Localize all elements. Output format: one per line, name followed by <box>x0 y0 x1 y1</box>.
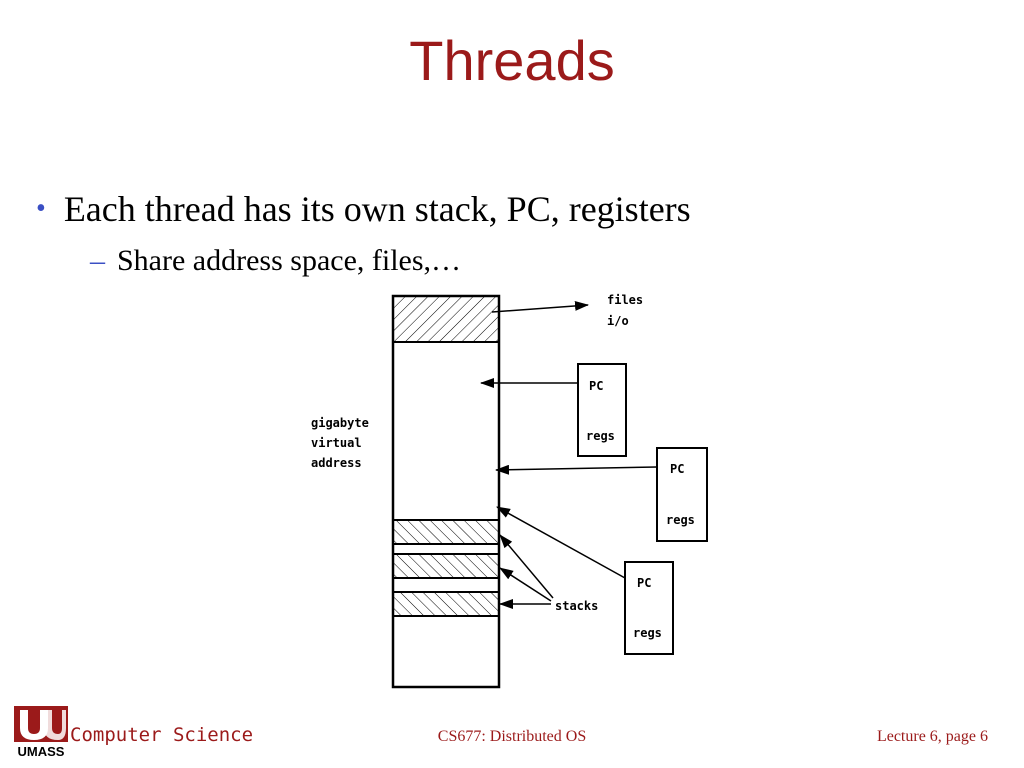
io-label: i/o <box>607 314 629 328</box>
umass-logo: UMASS <box>14 706 68 765</box>
thread-3-pc-arrow <box>496 506 626 579</box>
thread-3-regs-label: regs <box>633 626 662 640</box>
thread-3-context-box <box>624 561 674 655</box>
thread-2-context-box <box>656 447 708 542</box>
footer-page-number: Lecture 6, page 6 <box>876 728 988 745</box>
stack-arrow-1 <box>499 534 554 599</box>
files-label: files <box>607 293 643 307</box>
thread-3-pc-label: PC <box>637 576 651 590</box>
stack-region-2 <box>392 553 500 579</box>
thread-2-pc-label: PC <box>670 462 684 476</box>
thread-1-context-box <box>577 363 627 457</box>
address-space-column <box>391 294 501 689</box>
umass-logo-text: UMASS <box>18 744 65 759</box>
bullet-dot-icon: • <box>36 193 46 224</box>
bullet-item-2: –Share address space, files,… <box>90 244 461 278</box>
bullet-text-1: Each thread has its own stack, PC, regis… <box>63 189 691 229</box>
address-label-line-3: address <box>311 456 362 470</box>
slide-title: Threads <box>409 29 615 92</box>
address-label-line-1: gigabyte <box>311 416 369 430</box>
footer-department: Computer Science <box>70 724 254 746</box>
stack-arrow-2 <box>499 567 552 602</box>
files-io-region <box>392 295 500 343</box>
thread-1-regs-label: regs <box>586 429 615 443</box>
stacks-label: stacks <box>555 599 598 613</box>
bullet-text-2: Share address space, files,… <box>117 244 462 277</box>
stack-region-3 <box>392 591 500 617</box>
footer-course: CS677: Distributed OS <box>437 728 587 745</box>
thread-1-pc-label: PC <box>589 379 603 393</box>
thread-2-regs-label: regs <box>666 513 695 527</box>
files-io-arrow <box>491 300 589 313</box>
stack-region-1 <box>392 519 500 545</box>
bullet-item-1: • Each thread has its own stack, PC, regi… <box>36 188 691 230</box>
address-label-line-2: virtual <box>311 436 362 450</box>
sub-bullet-dash-icon: – <box>90 244 105 277</box>
thread-2-pc-arrow <box>495 464 658 475</box>
